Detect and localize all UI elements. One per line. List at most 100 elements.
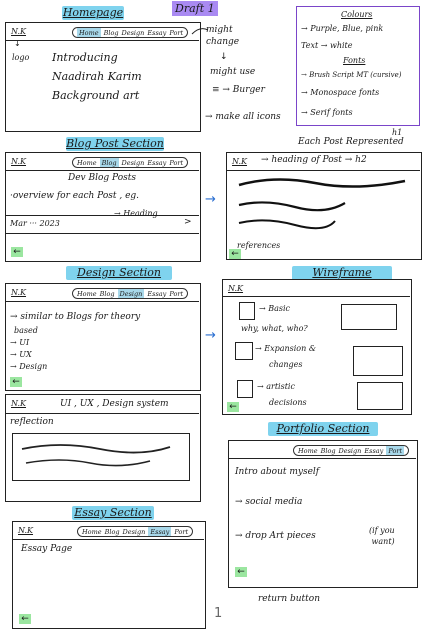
nav-home[interactable]: Home (77, 28, 101, 37)
back-arrow-icon[interactable]: ← (229, 249, 241, 259)
logo-label: logo (12, 53, 30, 62)
essay-frame: N.K Home Blog Design Essay Port Essay Pa… (12, 521, 206, 629)
header-divider (6, 40, 199, 41)
essay-page-label: Essay Page (21, 544, 73, 554)
nav-home[interactable]: Home (77, 290, 97, 298)
wireframe-sketch-expansion (353, 346, 403, 376)
intro-name: Naadirah Karim (52, 70, 142, 83)
nav-design[interactable]: Design (122, 528, 146, 536)
brand-logo-text[interactable]: N.K (11, 27, 27, 36)
intro-heading: Introducing (52, 51, 118, 64)
note-h1: h1 (392, 128, 403, 137)
brand-logo-text[interactable]: N.K (11, 399, 27, 408)
heading-note: → Heading (114, 209, 158, 218)
design-frame: N.K Home Blog Design Essay Port → simila… (5, 283, 201, 391)
post-divider (6, 215, 199, 216)
nav-blog[interactable]: Blog (103, 29, 119, 37)
wireframe-frame: N.K → Basic why, what, who? → Expansion … (222, 279, 412, 415)
nav-design[interactable]: Design (121, 29, 145, 37)
back-arrow-icon[interactable]: ← (11, 247, 23, 257)
post-body-scribble (238, 178, 406, 230)
nav-design[interactable]: Design (117, 289, 145, 298)
homepage-title: Homepage (62, 6, 124, 20)
header-divider (229, 458, 416, 459)
wireframe-sketch-artistic (357, 382, 403, 410)
note-arrow-icon (191, 28, 209, 35)
back-arrow-icon[interactable]: ← (227, 402, 239, 412)
nav-blog[interactable]: Blog (99, 290, 115, 298)
nav-design[interactable]: Design (338, 447, 362, 455)
nav-home[interactable]: Home (82, 528, 102, 536)
wireframe-box-expansion (235, 342, 253, 360)
essay-navbar: Home Blog Design Essay Port (77, 526, 194, 537)
note-icons: → make all icons (205, 112, 281, 122)
nav-essay[interactable]: Essay (148, 527, 172, 536)
nav-port[interactable]: Port (169, 159, 184, 167)
font-serif: → Serif fonts (301, 108, 353, 117)
nav-essay[interactable]: Essay (147, 290, 167, 298)
portfolio-title: Portfolio Section (268, 422, 378, 436)
homepage-frame: N.K ↓ logo Home Blog Design Essay Port I… (5, 22, 201, 132)
down-arrow-icon: ↓ (14, 39, 21, 48)
portfolio-social: → social media (235, 497, 303, 507)
blog-overview-text: ·overview for each Post , eg. (10, 191, 140, 201)
reflection-label: reflection (10, 417, 54, 427)
brand-logo-text[interactable]: N.K (232, 157, 248, 166)
brand-logo-text[interactable]: N.K (18, 526, 34, 535)
portfolio-art: → drop Art pieces (235, 531, 316, 541)
nav-essay[interactable]: Essay (147, 159, 167, 167)
nav-essay[interactable]: Essay (147, 29, 167, 37)
essay-section-title: Essay Section (72, 506, 154, 520)
back-arrow-icon[interactable]: ← (10, 377, 22, 387)
wireframe-artistic-note: decisions (269, 398, 307, 407)
note-burger: ≡ → Burger (212, 85, 265, 95)
nav-blog[interactable]: Blog (320, 447, 336, 455)
portfolio-optional: (if you want) (369, 526, 395, 546)
back-arrow-icon[interactable]: ← (235, 567, 247, 577)
text-color-line: Text → white (301, 41, 353, 50)
blog-navbar: Home Blog Design Essay Port (72, 157, 189, 168)
brand-logo-text[interactable]: N.K (228, 284, 244, 293)
post-open-arrow[interactable]: > (184, 217, 192, 227)
reflection-frame: N.K UI , UX , Design system reflection (5, 394, 201, 502)
nav-port[interactable]: Port (386, 446, 405, 455)
back-arrow-icon[interactable]: ← (19, 614, 31, 624)
design-item-ux: → UX (10, 350, 32, 359)
header-divider (6, 301, 199, 302)
blog-section-title: Blog Post Section (66, 137, 164, 151)
nav-blog[interactable]: Blog (104, 528, 120, 536)
nav-essay[interactable]: Essay (364, 447, 384, 455)
post-date: Mar ··· 2023 (10, 219, 60, 228)
wireframe-sketch-basic (341, 304, 397, 330)
intro-background: Background art (52, 89, 140, 102)
nav-port[interactable]: Port (169, 290, 184, 298)
header-divider (227, 170, 420, 171)
nav-blog[interactable]: Blog (99, 158, 119, 167)
references-label: references (237, 241, 281, 250)
header-divider (6, 413, 199, 414)
return-button-label: return button (258, 594, 321, 604)
header-divider (223, 296, 410, 297)
reflection-text-area (12, 433, 190, 481)
nav-home[interactable]: Home (77, 159, 97, 167)
portfolio-navbar: Home Blog Design Essay Port (293, 445, 410, 456)
header-divider (13, 539, 204, 540)
brand-logo-text[interactable]: N.K (11, 288, 27, 297)
nav-design[interactable]: Design (121, 159, 145, 167)
post-heading: → heading of Post → h2 (261, 155, 367, 165)
brand-logo-text[interactable]: N.K (11, 157, 27, 166)
colours-title: Colours (341, 10, 373, 19)
nav-port[interactable]: Port (169, 29, 184, 37)
colours-line: → Purple, Blue, pink (301, 24, 384, 33)
portfolio-frame: Home Blog Design Essay Port Intro about … (228, 440, 418, 588)
wireframe-artistic: → artistic (257, 382, 295, 391)
wireframe-basic-note: why, what, who? (241, 324, 308, 333)
nav-home[interactable]: Home (298, 447, 318, 455)
reflection-heading: UI , UX , Design system (60, 399, 169, 409)
design-description: → similar to Blogs for theory (10, 312, 141, 322)
portfolio-intro: Intro about myself (235, 467, 320, 477)
down-arrow-icon: ↓ (220, 52, 228, 62)
design-section-title: Design Section (66, 266, 172, 280)
wireframe-box-basic (239, 302, 255, 320)
nav-port[interactable]: Port (174, 528, 189, 536)
